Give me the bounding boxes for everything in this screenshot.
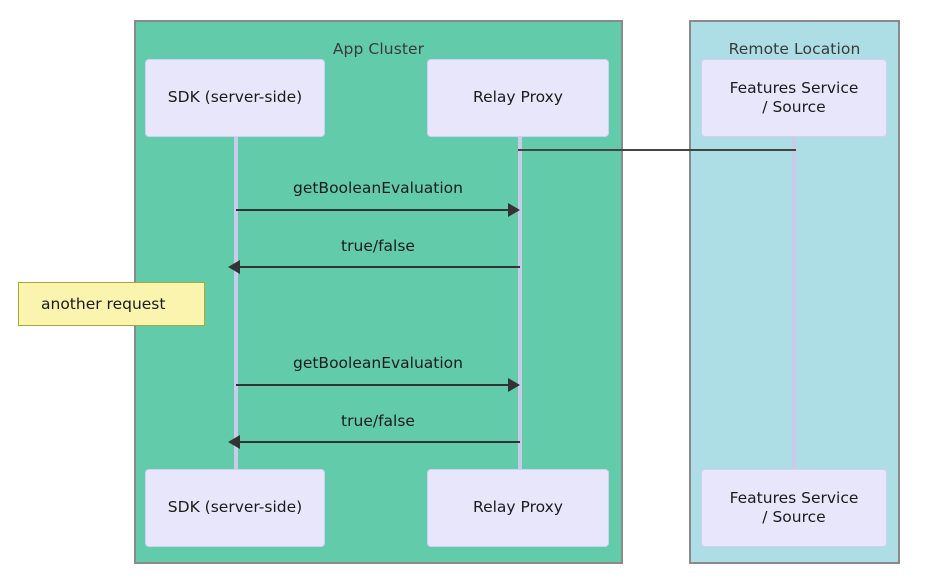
group-remote-location-label: Remote Location [728,40,861,58]
message-arrow-4 [236,441,520,443]
message-arrowhead-2 [228,260,240,274]
message-label-4: true/false [341,412,415,430]
participant-sdk-top[interactable]: SDK (server-side) [145,59,325,137]
message-arrow-2 [236,266,520,268]
connector-relay-to-features [518,149,796,151]
message-arrowhead-4 [228,435,240,449]
participant-features-bottom[interactable]: Features Service / Source [701,469,887,547]
message-arrowhead-3 [508,378,520,392]
note-another-request: another request [18,282,205,326]
participant-relay-bottom[interactable]: Relay Proxy [427,469,609,547]
message-arrowhead-1 [508,203,520,217]
lifeline-sdk [234,136,238,472]
participant-features-top-line1: Features Service [729,78,859,97]
participant-features-top[interactable]: Features Service / Source [701,59,887,137]
message-label-3: getBooleanEvaluation [292,354,463,372]
participant-features-bottom-line1: Features Service [729,488,859,507]
message-label-2: true/false [341,237,415,255]
lifeline-features [792,136,796,472]
participant-features-top-line2: / Source [762,98,826,116]
participant-relay-top[interactable]: Relay Proxy [427,59,609,137]
message-arrow-3 [236,384,518,386]
participant-sdk-bottom[interactable]: SDK (server-side) [145,469,325,547]
group-app-cluster-label: App Cluster [332,40,425,58]
message-label-1: getBooleanEvaluation [292,179,463,197]
message-arrow-1 [236,209,518,211]
lifeline-relay [518,136,522,472]
participant-features-bottom-line2: / Source [762,508,826,526]
